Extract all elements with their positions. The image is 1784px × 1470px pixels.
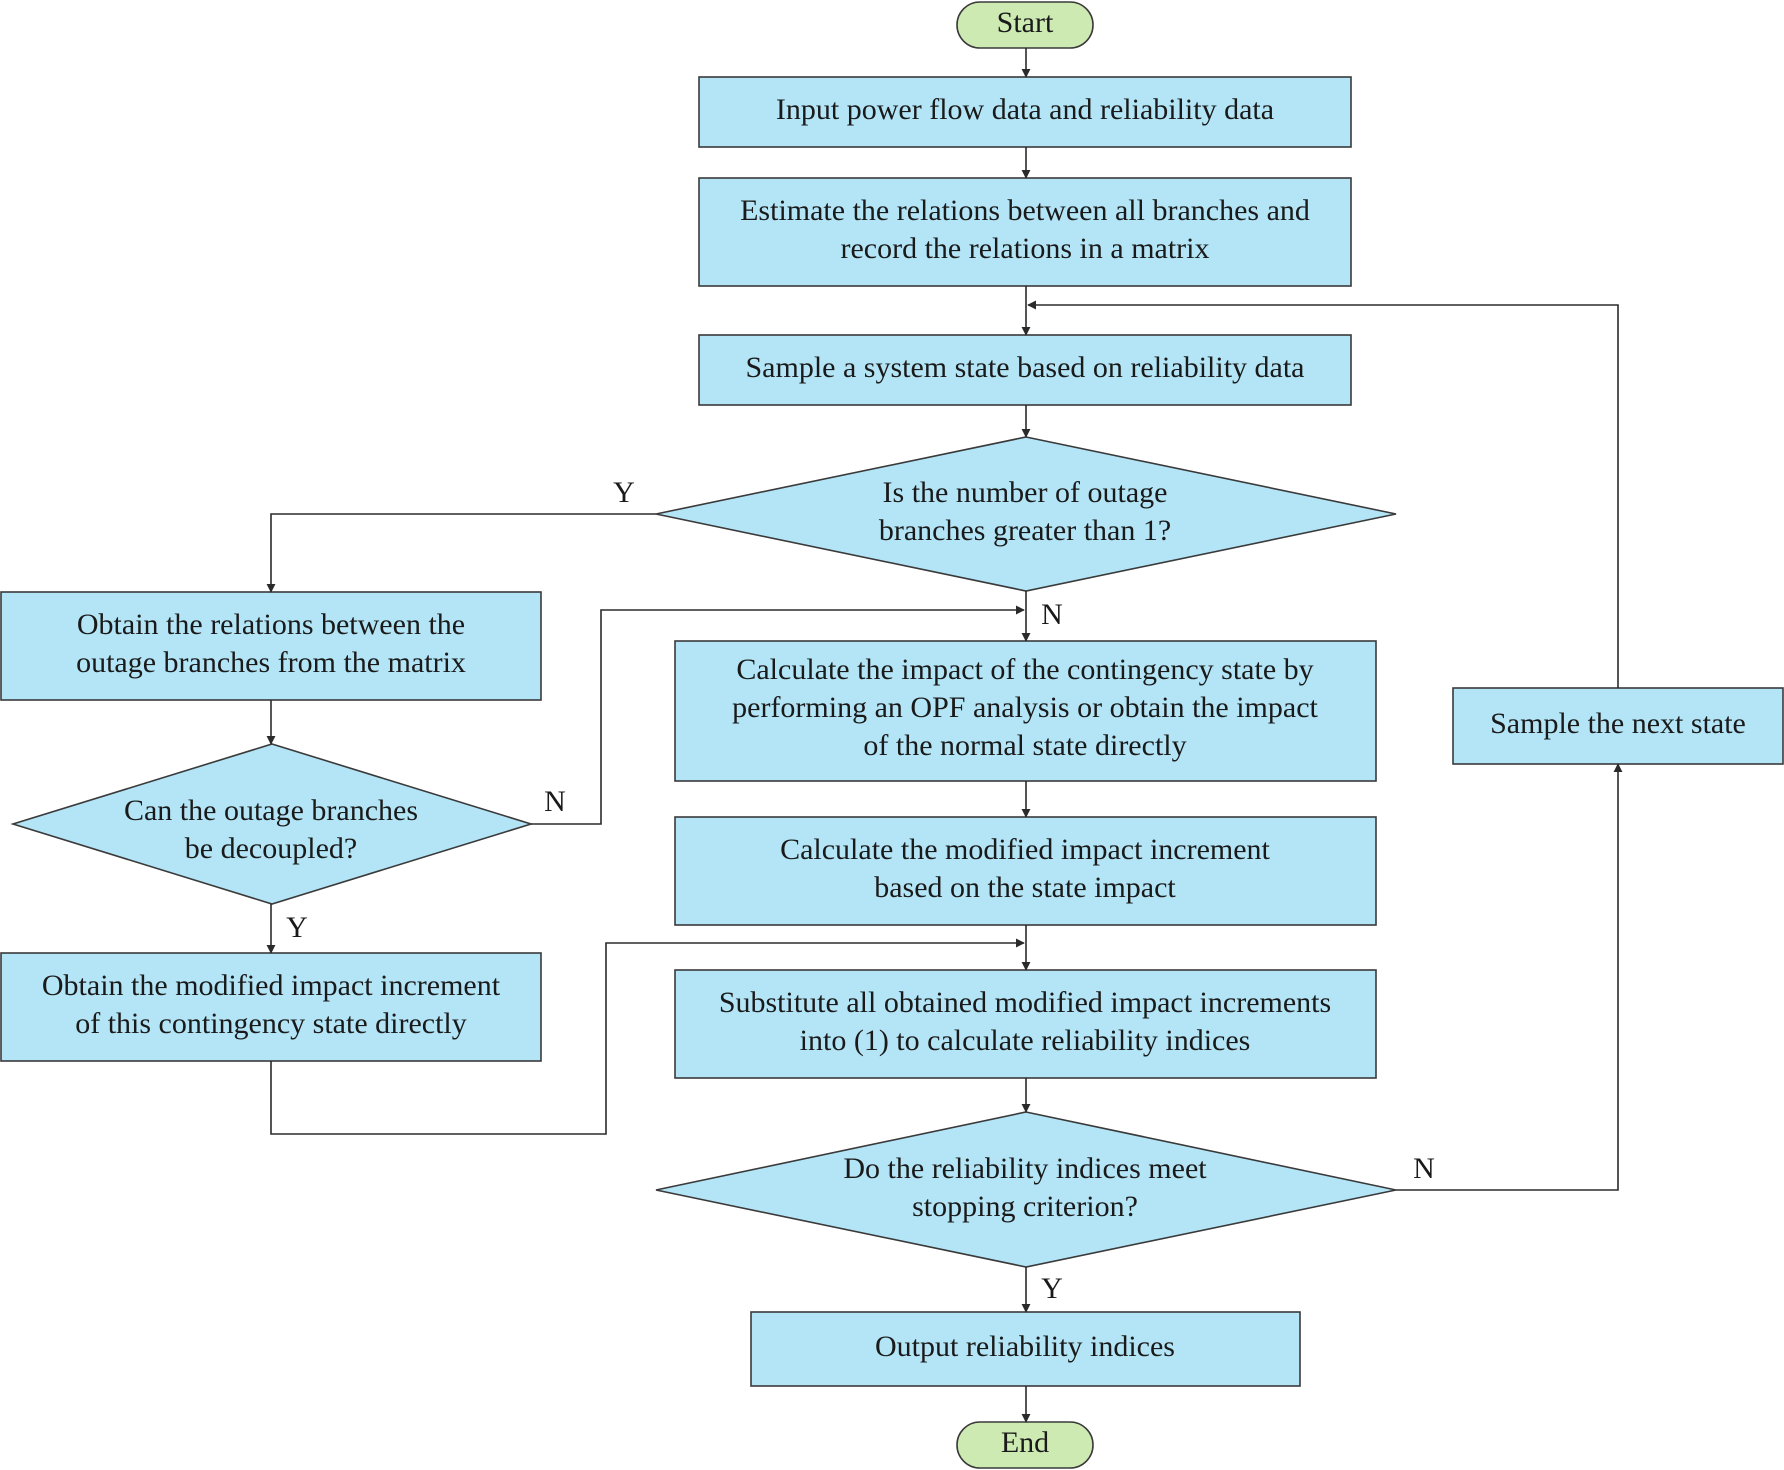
calc-impact-text: Calculate the impact of the contingency …: [732, 653, 1318, 762]
output-text-line: Output reliability indices: [875, 1330, 1175, 1363]
obtain-relations-text-line: Obtain the relations between the: [77, 608, 465, 641]
start-text: Start: [997, 6, 1054, 39]
outage-no-label: N: [1041, 598, 1063, 631]
output-text: Output reliability indices: [875, 1330, 1175, 1363]
end-text-line: End: [1001, 1426, 1049, 1459]
input-text: Input power flow data and reliability da…: [776, 93, 1274, 126]
next-state-box: [1452, 687, 1784, 765]
connector-modified-merge: [270, 938, 1025, 1135]
decouple-check-text-line: be decoupled?: [185, 832, 357, 865]
outage-check-text-line: Is the number of outage: [883, 476, 1168, 509]
connector-decouple-no: [531, 605, 1025, 825]
input-data-box: [698, 76, 1352, 148]
stop-check-text: Do the reliability indices meet stopping …: [843, 1152, 1207, 1223]
connector-outage-yes: [266, 513, 656, 593]
stop-no-label: N: [1413, 1152, 1435, 1185]
next-state-text: Sample the next state: [1490, 707, 1746, 740]
decouple-no-label: N: [544, 785, 566, 818]
decouple-check-text: Can the outage branches be decoupled?: [124, 794, 418, 865]
obtain-modified-text: Obtain the modified impact increment of t…: [42, 969, 501, 1040]
substitute-text: Substitute all obtained modified impact …: [719, 986, 1331, 1057]
stop-check-text-line: stopping criterion?: [912, 1190, 1138, 1223]
stop-yes-label: Y: [1041, 1272, 1063, 1305]
outage-check-text-line: branches greater than 1?: [879, 514, 1171, 547]
calc-impact-text-line: performing an OPF analysis or obtain the…: [732, 691, 1318, 724]
calc-impact-box: [674, 640, 1377, 782]
calc-modified-box: [674, 816, 1377, 926]
sample-text-line: Sample a system state based on reliabili…: [745, 351, 1304, 384]
end-text: End: [1001, 1426, 1049, 1459]
calc-impact-text-line: Calculate the impact of the contingency …: [736, 653, 1313, 686]
next-state-text-line: Sample the next state: [1490, 707, 1746, 740]
obtain-modified-box: [0, 952, 542, 1062]
calc-modified-text-line: Calculate the modified impact increment: [780, 833, 1270, 866]
output-box: [750, 1311, 1301, 1387]
sample-text: Sample a system state based on reliabili…: [745, 351, 1304, 384]
estimate-text: Estimate the relations between all branc…: [740, 194, 1310, 265]
outage-yes-label: Y: [613, 476, 635, 509]
calc-modified-text-line: based on the state impact: [874, 871, 1176, 904]
decouple-yes-label: Y: [286, 911, 308, 944]
substitute-text-line: Substitute all obtained modified impact …: [719, 986, 1331, 1019]
substitute-box: [674, 969, 1377, 1079]
sample-state-box: [698, 334, 1352, 406]
connector-next-loop: [1027, 300, 1619, 688]
start-terminal: [956, 1, 1094, 49]
estimate-text-line: record the relations in a matrix: [840, 232, 1209, 265]
stop-check-text-line: Do the reliability indices meet: [843, 1152, 1207, 1185]
outage-check-text: Is the number of outage branches greater …: [879, 476, 1171, 547]
start-text-line: Start: [997, 6, 1054, 39]
input-text-line: Input power flow data and reliability da…: [776, 93, 1274, 126]
obtain-relations-text: Obtain the relations between the outage b…: [76, 608, 466, 679]
decouple-check-text-line: Can the outage branches: [124, 794, 418, 827]
estimate-text-line: Estimate the relations between all branc…: [740, 194, 1310, 227]
calc-impact-text-line: of the normal state directly: [863, 729, 1186, 762]
connector-stop-no: [1396, 763, 1623, 1191]
calc-modified-text: Calculate the modified impact increment b…: [780, 833, 1270, 904]
obtain-relations-text-line: outage branches from the matrix: [76, 646, 466, 679]
obtain-modified-text-line: Obtain the modified impact increment: [42, 969, 501, 1002]
decouple-decision: [10, 743, 534, 905]
substitute-text-line: into (1) to calculate reliability indice…: [800, 1024, 1251, 1057]
obtain-modified-text-line: of this contingency state directly: [75, 1007, 467, 1040]
